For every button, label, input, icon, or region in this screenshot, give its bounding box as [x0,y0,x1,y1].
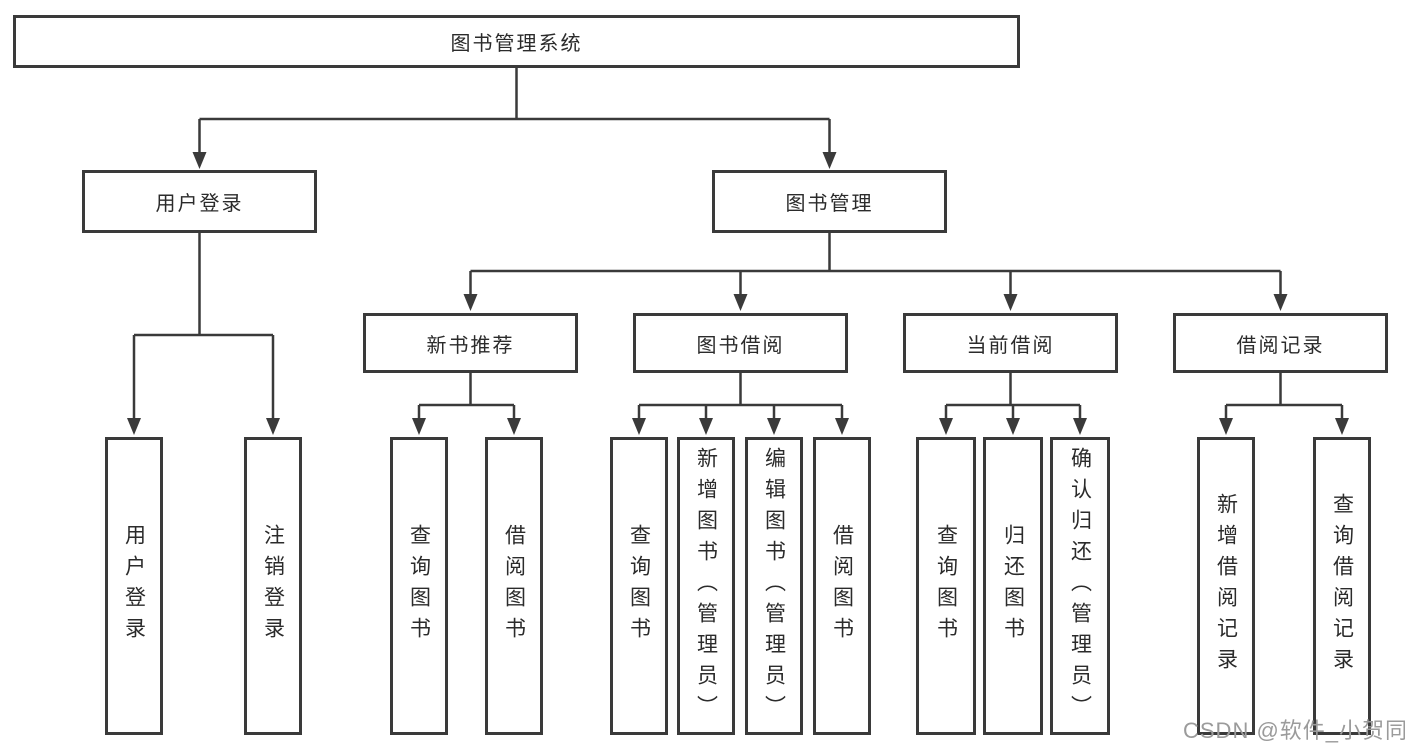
arrowhead [699,418,713,435]
leaf-logout: 注销登录 [244,437,302,735]
arrowhead [1335,418,1349,435]
leaf-newrec-borrow-books: 借阅图书 [485,437,543,735]
leaf-edit-book-admin: 编辑图书（管理员） [745,437,803,735]
connector-path [469,233,1282,294]
connector-path [1224,373,1344,418]
connector-path [132,233,275,418]
leaf-newrec-query-books: 查询图书 [390,437,448,735]
arrowhead [507,418,521,435]
node-borrow-records: 借阅记录 [1173,313,1388,373]
leaf-label: 编辑图书（管理员） [762,446,786,726]
node-library-management-system: 图书管理系统 [13,15,1020,68]
connector-path [198,68,831,152]
arrowhead [733,294,748,311]
arrowhead [632,418,646,435]
arrowhead [1219,418,1233,435]
arrowhead [127,418,141,435]
arrowhead [463,294,478,311]
leaf-label: 确认归还（管理员） [1068,446,1092,726]
node-book-management: 图书管理 [712,170,947,233]
leaf-current-query-books: 查询图书 [916,437,976,735]
leaf-borrow-borrow-books: 借阅图书 [813,437,871,735]
node-user-login: 用户登录 [82,170,317,233]
leaf-label: 查询图书 [627,524,651,648]
leaf-borrow-query-books: 查询图书 [610,437,668,735]
node-current-borrow: 当前借阅 [903,313,1118,373]
arrowhead [767,418,781,435]
leaf-label: 查询借阅记录 [1330,493,1354,679]
leaf-confirm-return-admin: 确认归还（管理员） [1050,437,1110,735]
leaf-query-borrow-record: 查询借阅记录 [1313,437,1371,735]
leaf-label: 借阅图书 [502,524,526,648]
leaf-add-borrow-record: 新增借阅记录 [1197,437,1255,735]
arrowhead [1006,418,1020,435]
leaf-label: 查询图书 [934,524,958,648]
arrowhead [835,418,849,435]
leaf-add-book-admin: 新增图书（管理员） [677,437,735,735]
connector-path [637,373,844,418]
leaf-label: 归还图书 [1001,524,1025,648]
leaf-return-books: 归还图书 [983,437,1043,735]
connector-path [944,373,1082,418]
leaf-label: 用户登录 [122,524,146,648]
arrowhead [1003,294,1018,311]
node-book-borrow: 图书借阅 [633,313,848,373]
leaf-label: 新增借阅记录 [1214,493,1238,679]
arrowhead [939,418,953,435]
arrowhead [266,418,280,435]
arrowhead [192,152,207,169]
connector-path [417,373,516,418]
node-new-book-recommend: 新书推荐 [363,313,578,373]
leaf-label: 注销登录 [261,524,285,648]
leaf-label: 查询图书 [407,524,431,648]
watermark: CSDN @软件_小贺同学 [1183,718,1405,743]
arrowhead [1273,294,1288,311]
leaf-label: 借阅图书 [830,524,854,648]
leaf-user-login: 用户登录 [105,437,163,735]
arrowhead [1073,418,1087,435]
leaf-label: 新增图书（管理员） [694,446,718,726]
arrowhead [412,418,426,435]
arrowhead [822,152,837,169]
